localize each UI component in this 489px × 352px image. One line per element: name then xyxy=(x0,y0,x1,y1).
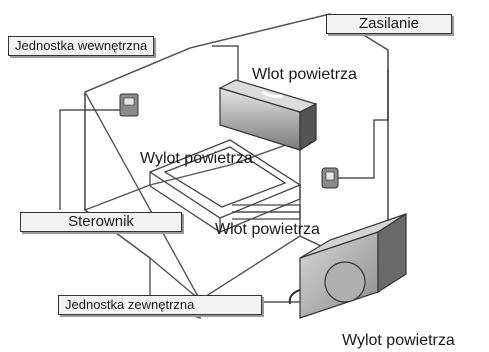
outdoor-unit xyxy=(288,212,407,319)
cassette-bottom xyxy=(149,185,301,233)
outdoor-air-outlet-label: Wylot powietrza xyxy=(342,332,455,349)
outdoor-unit-side xyxy=(377,212,407,294)
controller-screen xyxy=(123,97,135,106)
indoor-air-inlet-label: Wlot powietrza xyxy=(252,66,357,83)
leader-indoor-unit xyxy=(212,45,239,80)
indoor-unit-side xyxy=(299,103,317,152)
room-floor-edge-3 xyxy=(199,235,301,301)
indoor-inlet-arrow xyxy=(261,90,283,98)
indoor-wall-unit xyxy=(218,79,318,152)
room-floor-edge-2 xyxy=(149,257,201,301)
remote-controller xyxy=(119,93,139,117)
cassette-vent-2 xyxy=(232,211,301,220)
outdoor-unit-label: Jednostka zewnętrzna xyxy=(58,295,262,315)
switch-box-face xyxy=(325,171,335,181)
leader-power-supply xyxy=(338,70,389,179)
cassette-inner xyxy=(163,146,287,208)
outdoor-fan-grille xyxy=(324,261,366,303)
cassette-duct xyxy=(148,139,302,233)
leader-lines xyxy=(59,45,389,303)
power-supply-label: Zasilanie xyxy=(326,14,452,34)
indoor-unit-label: Jednostka wewnętrzna xyxy=(8,36,155,56)
power-switch-box xyxy=(321,167,339,189)
indoor-air-outlet-label: Wylot powietrza xyxy=(140,150,253,167)
controller-label: Sterownik xyxy=(20,212,182,232)
leader-controller xyxy=(59,109,120,210)
outdoor-air-inlet-label: Wlot powietrza xyxy=(215,221,320,238)
